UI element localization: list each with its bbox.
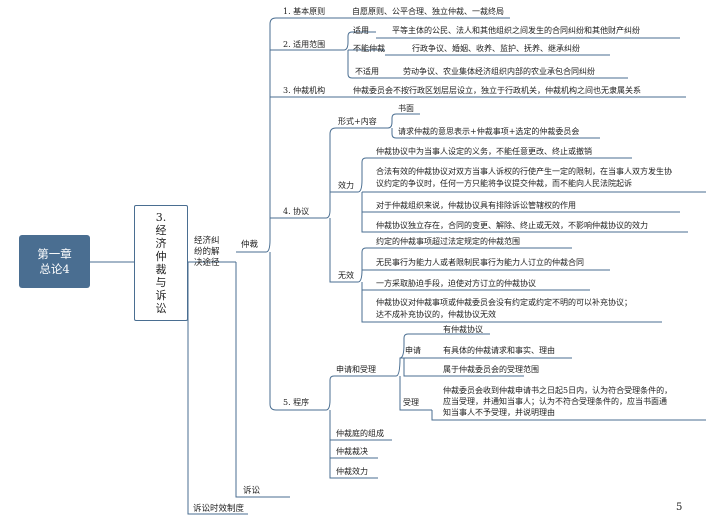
scope-node: 2. 适用范围 xyxy=(283,40,326,49)
basic-principles-node: 1. 基本原则 xyxy=(283,7,326,16)
basic-principles-text: 自愿原则、公平合理、独立仲裁、一裁终局 xyxy=(352,7,504,16)
scope-applies: 适用 xyxy=(353,26,369,35)
procedure-node: 5. 程序 xyxy=(283,398,310,407)
accept-line-c: 知当事人不予受理，并说明理由 xyxy=(443,408,555,417)
effect-1: 仲裁协议中为当事人设定的义务，不能任意更改、终止或撤销 xyxy=(376,147,592,156)
scope-cannot: 不能仲裁 xyxy=(353,44,385,53)
invalid-3: 一方采取胁迫手段，迫使对方订立的仲裁协议 xyxy=(376,279,536,288)
effect-4: 仲裁协议独立存在，合同的变更、解除、终止或无效，不影响仲裁协议的效力 xyxy=(376,221,648,230)
award-node: 仲裁裁决 xyxy=(336,447,368,456)
accept-line-b: 应当受理，并通知当事人；认为不符合受理条件的，应当书面通 xyxy=(443,397,667,406)
topic-node: 3.经济仲裁与诉讼 xyxy=(134,205,188,321)
contents-text: 请求仲裁的意思表示+仲裁事项+选定的仲裁委员会 xyxy=(398,127,580,136)
litigation-node: 诉讼 xyxy=(243,486,261,496)
chapter-root-node: 第一章 总论4 xyxy=(19,235,90,288)
form-content-node: 形式+内容 xyxy=(338,117,377,126)
accept-line-a: 仲裁委员会收到仲裁申请书之日起5日内，认为符合受理条件的， xyxy=(443,386,673,395)
root-line-2: 总论4 xyxy=(39,261,70,276)
apply-2: 有具体的仲裁请求和事实、理由 xyxy=(443,346,555,355)
root-line-1: 第一章 xyxy=(37,246,72,261)
institution-node: 3. 仲裁机构 xyxy=(283,86,326,95)
effect-3: 对于仲裁组织来说，仲裁协议具有排除诉讼管辖权的作用 xyxy=(376,201,576,210)
scope-notapply: 不适用 xyxy=(355,67,379,76)
invalid-2: 无民事行为能力人或者限制民事行为能力人订立的仲裁合同 xyxy=(376,258,584,267)
apply-3: 属于仲裁委员会的受理范围 xyxy=(443,365,539,374)
effect-node: 效力 xyxy=(338,181,354,190)
effect-2-line-b: 议约定的争议时，任何一方只能将争议提交仲裁，而不能向人民法院起诉 xyxy=(376,179,632,188)
validity-node: 仲裁效力 xyxy=(336,467,368,476)
branch-line-3: 决途径 xyxy=(194,258,220,268)
invalid-4-line-b: 达不成补充协议的，仲裁协议无效 xyxy=(376,310,496,319)
accept-node: 受理 xyxy=(403,398,419,407)
scope-applies-text: 平等主体的公民、法人和其他组织之间发生的合同纠纷和其他财产纠纷 xyxy=(392,26,640,35)
page-number: 5 xyxy=(676,502,683,513)
arbitration-node: 仲裁 xyxy=(241,240,259,250)
invalid-1: 约定的仲裁事项超过法定规定的仲裁范围 xyxy=(376,237,520,246)
agreement-node: 4. 协议 xyxy=(283,207,310,216)
scope-cannot-text: 行政争议、婚姻、收养、监护、抚养、继承纠纷 xyxy=(412,44,580,53)
apply-node: 申请 xyxy=(405,346,421,355)
written-text: 书面 xyxy=(398,104,414,113)
limitation-node: 诉讼时效制度 xyxy=(193,504,245,514)
scope-notapply-text: 劳动争议、农业集体经济组织内部的农业承包合同纠纷 xyxy=(403,67,595,76)
branch-line-1: 经济纠 xyxy=(194,236,220,246)
branch-line-2: 纷的解 xyxy=(194,247,220,257)
apply-accept-node: 申请和受理 xyxy=(336,365,376,374)
effect-2-line-a: 合法有效的仲裁协议对双方当事人诉权的行使产生一定的限制，在当事人双方发生协 xyxy=(376,167,672,176)
invalid-4-line-a: 仲裁协议对仲裁事项或仲裁委员会没有约定或约定不明的可以补充协议； xyxy=(376,298,632,307)
tribunal-node: 仲裁庭的组成 xyxy=(336,429,384,438)
institution-text: 仲裁委员会不按行政区划层层设立，独立于行政机关，仲裁机构之间也无隶属关系 xyxy=(353,86,641,95)
invalid-node: 无效 xyxy=(338,271,354,280)
apply-1: 有仲裁协议 xyxy=(443,325,483,334)
topic-label: 3.经济仲裁与诉讼 xyxy=(155,211,167,315)
